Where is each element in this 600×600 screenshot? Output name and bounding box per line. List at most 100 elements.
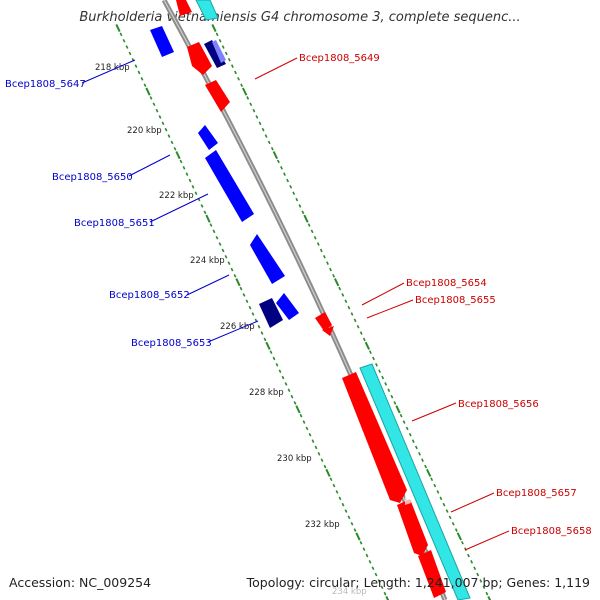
tick-mark xyxy=(421,458,424,462)
tick-mark xyxy=(311,439,315,443)
tick-mark xyxy=(375,363,378,367)
tick-mark xyxy=(314,445,318,450)
gene-bcep1808-5650b[interactable] xyxy=(205,150,254,222)
tick-mark xyxy=(128,51,132,56)
tick-mark xyxy=(408,432,412,437)
tick-mark xyxy=(384,382,388,386)
gene-label-bcep1808-5656[interactable]: Bcep1808_5656 xyxy=(458,399,539,410)
gene-label-bcep1808-5657[interactable]: Bcep1808_5657 xyxy=(496,488,577,499)
reverse-gene-labels xyxy=(81,59,259,343)
gene-label-bcep1808-5658[interactable]: Bcep1808_5658 xyxy=(511,526,592,537)
tick-mark xyxy=(390,394,394,399)
tick-mark xyxy=(316,242,320,246)
tick-mark xyxy=(344,509,348,513)
tick-label: 224 kbp xyxy=(190,256,225,266)
tick-mark xyxy=(332,483,336,488)
gene-bcep1808-5649a[interactable] xyxy=(187,42,212,75)
tick-mark xyxy=(293,401,297,405)
tick-mark xyxy=(319,248,323,253)
tick-mark xyxy=(323,464,327,469)
tick-mark xyxy=(252,108,256,113)
tick-mark xyxy=(302,420,306,424)
tick-mark xyxy=(476,572,480,577)
tick-mark xyxy=(470,560,474,564)
tick-mark xyxy=(137,70,141,75)
tick-mark xyxy=(264,134,268,138)
tick-mark xyxy=(301,210,305,215)
orf-track xyxy=(359,363,471,600)
tick-mark xyxy=(143,83,147,87)
gene-bcep1808-5658[interactable] xyxy=(418,550,446,598)
tick-mark xyxy=(371,566,375,571)
tick-mark xyxy=(460,541,464,545)
tick-mark xyxy=(395,405,401,414)
tick-mark xyxy=(170,140,174,145)
tick-mark xyxy=(145,87,151,96)
tick-mark xyxy=(295,405,301,414)
tick-mark xyxy=(257,324,261,329)
tick-mark xyxy=(454,528,458,532)
tick-mark xyxy=(344,299,348,304)
tick-mark xyxy=(280,166,283,170)
gene-bcep1808-5656[interactable] xyxy=(342,372,407,503)
tick-label: 234 kbp xyxy=(332,587,367,597)
tick-mark xyxy=(418,452,421,456)
tick-mark xyxy=(272,151,278,160)
tick-mark xyxy=(227,261,231,265)
tick-mark xyxy=(368,560,372,564)
tick-mark xyxy=(230,267,234,272)
tick-label: 230 kbp xyxy=(277,454,312,464)
gene-bcep1808-5653[interactable] xyxy=(259,298,283,328)
tick-mark xyxy=(289,185,293,189)
tick-mark xyxy=(436,490,440,494)
tick-mark xyxy=(487,595,492,600)
gene-label-bcep1808-5650[interactable]: Bcep1808_5650 xyxy=(52,172,133,183)
gene-label-bcep1808-5655[interactable]: Bcep1808_5655 xyxy=(415,295,496,306)
tick-mark xyxy=(353,318,357,323)
tick-mark xyxy=(372,356,375,361)
gene-label-bcep1808-5651[interactable]: Bcep1808_5651 xyxy=(74,218,155,229)
tick-mark xyxy=(402,420,406,424)
gene-bcep1808-5647[interactable] xyxy=(150,26,174,57)
tick-mark xyxy=(326,261,329,265)
tick-mark xyxy=(385,595,390,600)
tick-mark xyxy=(224,255,228,259)
tick-mark xyxy=(482,585,486,590)
tick-mark xyxy=(242,293,246,297)
gene-label-bcep1808-5649[interactable]: Bcep1808_5649 xyxy=(299,53,380,64)
tick-mark xyxy=(405,426,409,431)
gene-bcep1808-5651[interactable] xyxy=(250,234,285,284)
gene-bcep1808-5654[interactable] xyxy=(315,312,332,331)
tick-mark xyxy=(125,45,129,49)
tick-mark xyxy=(275,363,279,367)
tick-mark xyxy=(355,532,361,541)
forward-gene-labels xyxy=(254,57,510,551)
gene-top-red[interactable] xyxy=(176,0,192,16)
tick-mark xyxy=(325,468,331,477)
gene-label-bcep1808-5654[interactable]: Bcep1808_5654 xyxy=(406,278,487,289)
gene-bcep1808-5650a[interactable] xyxy=(198,125,218,150)
gene-bcep1808-5657[interactable] xyxy=(397,499,428,556)
tick-mark xyxy=(380,585,384,590)
tick-mark xyxy=(347,305,351,310)
gene-label-bcep1808-5653[interactable]: Bcep1808_5653 xyxy=(131,338,212,349)
tick-mark xyxy=(424,464,428,469)
gene-label-bcep1808-5647[interactable]: Bcep1808_5647 xyxy=(5,79,86,90)
tick-mark xyxy=(218,242,222,246)
tick-mark xyxy=(158,115,162,119)
tick-mark xyxy=(317,452,321,456)
tick-mark xyxy=(221,45,225,49)
tick-mark xyxy=(269,350,273,354)
tick-mark xyxy=(287,388,291,393)
genome-stats-text: Topology: circular; Length: 1,241,007 bp… xyxy=(246,575,590,590)
gene-label-bcep1808-5652[interactable]: Bcep1808_5652 xyxy=(109,290,190,301)
tick-mark xyxy=(320,458,324,462)
tick-mark xyxy=(350,521,354,526)
tick-mark xyxy=(272,356,276,361)
tick-mark xyxy=(479,579,483,583)
outer-tick-track xyxy=(211,23,492,600)
tick-mark xyxy=(185,172,189,176)
gene-bcep1808-5652[interactable] xyxy=(276,293,299,320)
gene-bcep1808-5649b[interactable] xyxy=(205,80,230,112)
tick-mark xyxy=(295,197,299,202)
